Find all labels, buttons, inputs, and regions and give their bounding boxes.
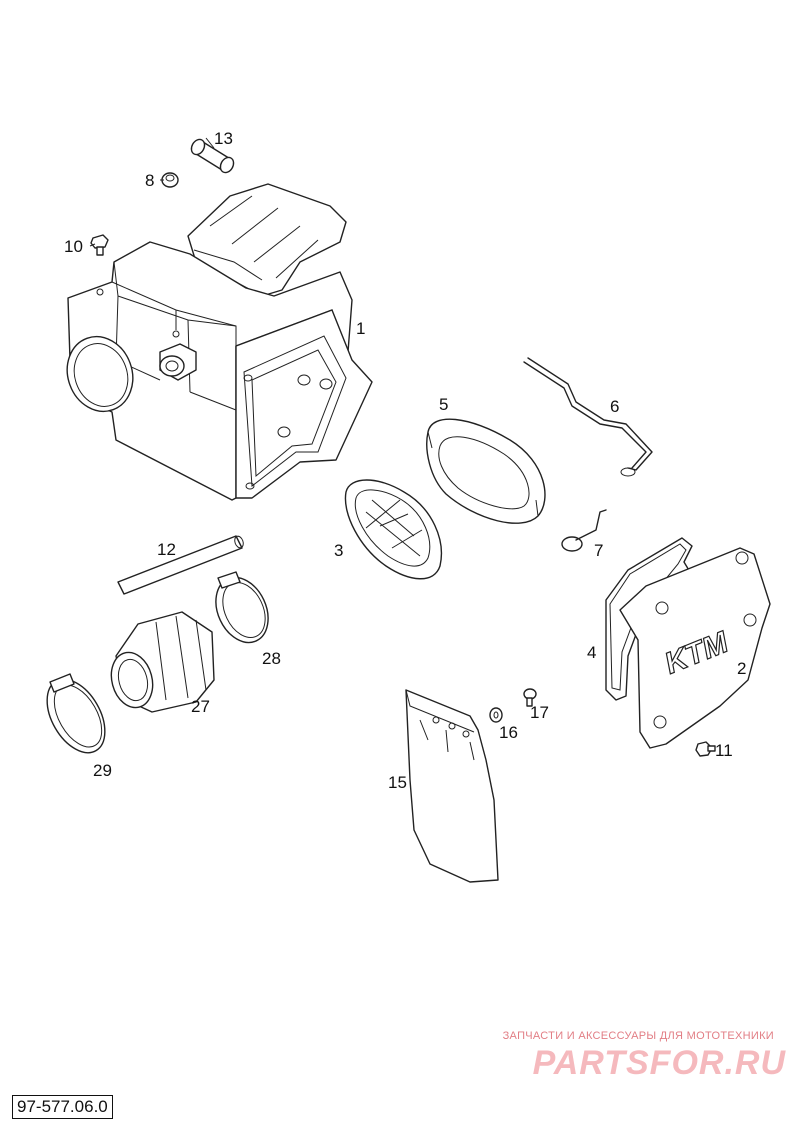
part-6-wire-bracket bbox=[523, 357, 653, 477]
callout-8: 8 bbox=[145, 171, 154, 190]
callout-2: 2 bbox=[737, 659, 746, 678]
callout-12: 12 bbox=[157, 540, 176, 559]
callout-27: 27 bbox=[191, 697, 210, 716]
part-17-screw bbox=[523, 688, 537, 707]
callout-16: 16 bbox=[499, 723, 518, 742]
part-27-intake-boot bbox=[110, 611, 215, 713]
callout-29: 29 bbox=[93, 761, 112, 780]
part-12-hose bbox=[117, 535, 244, 595]
part-28-clamp bbox=[215, 571, 269, 644]
callout-17: 17 bbox=[530, 703, 549, 722]
callout-6: 6 bbox=[610, 397, 619, 416]
part-29-clamp bbox=[46, 673, 106, 754]
callout-15: 15 bbox=[388, 773, 407, 792]
callout-28: 28 bbox=[262, 649, 281, 668]
drawing-code: 97-577.06.0 bbox=[12, 1095, 113, 1119]
callout-7: 7 bbox=[594, 541, 603, 560]
watermark-tagline: ЗАПЧАСТИ И АКСЕССУАРЫ ДЛЯ МОТОТЕХНИКИ bbox=[502, 1030, 774, 1042]
part-10-bolt bbox=[90, 234, 109, 256]
watermark-logo: PARTSFOR.RU bbox=[532, 1044, 786, 1082]
part-8-grommet bbox=[161, 172, 179, 188]
part-13-tube bbox=[190, 138, 235, 174]
callout-4: 4 bbox=[587, 643, 596, 662]
callout-11: 11 bbox=[715, 741, 733, 760]
part-1-airbox bbox=[66, 183, 373, 501]
part-3-filter-cage bbox=[344, 479, 442, 580]
callout-10: 10 bbox=[64, 237, 83, 256]
callout-1: 1 bbox=[356, 319, 365, 338]
part-15-mud-flap bbox=[405, 689, 499, 883]
leader-lines bbox=[89, 137, 215, 247]
callout-3: 3 bbox=[334, 541, 343, 560]
part-11-bolt bbox=[695, 741, 716, 757]
callout-labels: 1 2 3 4 5 6 7 8 10 11 12 13 15 16 17 27 … bbox=[64, 129, 746, 792]
part-5-air-filter bbox=[426, 418, 546, 524]
callout-13: 13 bbox=[214, 129, 233, 148]
callout-5: 5 bbox=[439, 395, 448, 414]
part-16-washer bbox=[489, 707, 503, 723]
part-2-side-cover: KTM bbox=[619, 547, 771, 749]
part-7-clip bbox=[561, 509, 607, 552]
